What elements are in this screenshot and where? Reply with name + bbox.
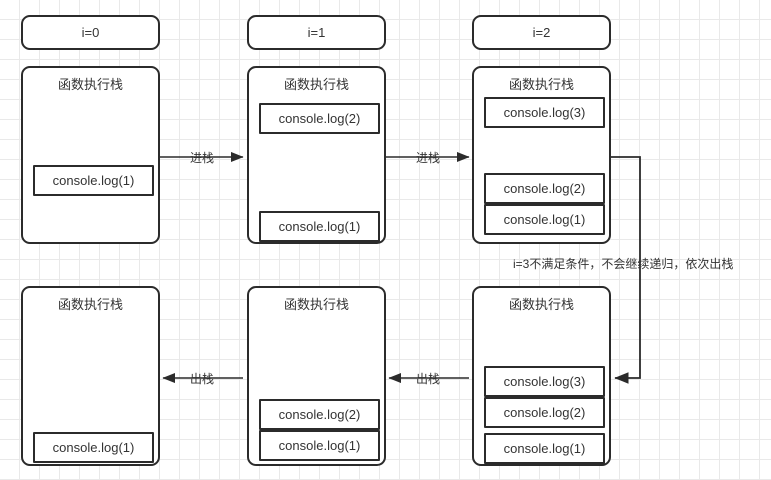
stack-item-top-col2-0[interactable]: console.log(2) [259, 103, 380, 134]
stack-item-bottom-col1-0[interactable]: console.log(1) [33, 432, 154, 463]
panel-title: 函数执行栈 [508, 77, 574, 92]
recursion-note: i=3不满足条件，不会继续递归，依次出栈 [513, 257, 734, 271]
stack-item-top-col3-0[interactable]: console.log(3) [484, 97, 605, 128]
stack-item-label: console.log(2) [503, 405, 586, 420]
edge-label-push-1: 进栈 [189, 151, 214, 165]
panel-title: 函数执行栈 [57, 77, 123, 92]
header-label: i=1 [307, 25, 326, 40]
stack-item-label: console.log(3) [503, 105, 586, 120]
stack-item-bottom-col2-0[interactable]: console.log(2) [259, 399, 380, 430]
stack-item-top-col2-1[interactable]: console.log(1) [259, 211, 380, 242]
header-box-i0[interactable]: i=0 [21, 15, 160, 50]
stack-item-label: console.log(1) [503, 212, 586, 227]
stack-item-bottom-col3-1[interactable]: console.log(2) [484, 397, 605, 428]
header-box-i1[interactable]: i=1 [247, 15, 386, 50]
stack-item-bottom-col3-2[interactable]: console.log(1) [484, 433, 605, 464]
panel-title: 函数执行栈 [283, 77, 349, 92]
stack-item-label: console.log(1) [278, 219, 361, 234]
stack-item-label: console.log(1) [503, 441, 586, 456]
panel-stack-top-col1[interactable]: 函数执行栈 [21, 66, 160, 244]
edge-label-push-2: 进栈 [415, 151, 440, 165]
stack-item-bottom-col2-1[interactable]: console.log(1) [259, 430, 380, 461]
stack-item-label: console.log(1) [52, 173, 135, 188]
stack-item-label: console.log(3) [503, 374, 586, 389]
panel-title: 函数执行栈 [57, 297, 123, 312]
header-label: i=2 [532, 25, 551, 40]
stack-item-top-col3-2[interactable]: console.log(1) [484, 204, 605, 235]
stack-item-bottom-col3-0[interactable]: console.log(3) [484, 366, 605, 397]
stack-item-label: console.log(2) [503, 181, 586, 196]
header-box-i2[interactable]: i=2 [472, 15, 611, 50]
panel-title: 函数执行栈 [508, 297, 574, 312]
edge-label-pop-1: 出栈 [415, 372, 440, 386]
stack-item-label: console.log(2) [278, 111, 361, 126]
stack-item-label: console.log(1) [278, 438, 361, 453]
panel-title: 函数执行栈 [283, 297, 349, 312]
stack-item-label: console.log(1) [52, 440, 135, 455]
edge-label-pop-2: 出栈 [189, 372, 214, 386]
stack-item-top-col3-1[interactable]: console.log(2) [484, 173, 605, 204]
header-label: i=0 [81, 25, 100, 40]
stack-item-label: console.log(2) [278, 407, 361, 422]
stack-item-top-col1-0[interactable]: console.log(1) [33, 165, 154, 196]
